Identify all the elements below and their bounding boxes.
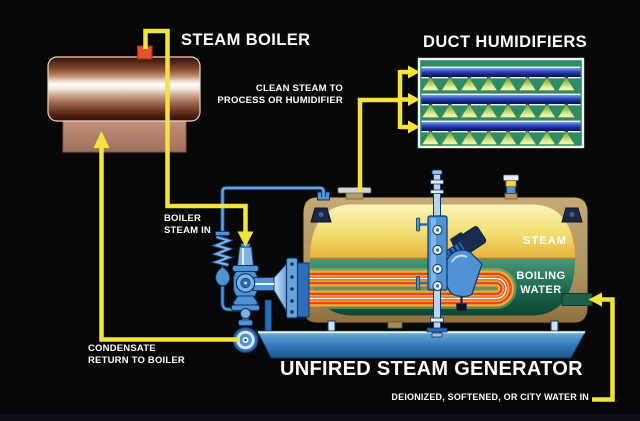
level-gauge-assembly	[416, 169, 487, 338]
steam-trap	[232, 326, 259, 354]
boiling-line1: BOILING	[516, 270, 566, 282]
clean-steam-line2: PROCESS OR HUMIDIFIER	[217, 94, 343, 106]
safety-valve	[503, 174, 519, 200]
boiler-shell	[47, 56, 201, 122]
arrow-duct-2	[408, 93, 420, 106]
process-piping	[99, 28, 615, 402]
clean-steam-line1: CLEAN STEAM TO	[255, 83, 343, 94]
condensate-line2: RETURN TO BOILER	[88, 354, 185, 366]
boiler-steam-line	[143, 28, 248, 233]
tank-top-fittings	[337, 174, 519, 200]
arrow-duct-1	[408, 65, 420, 79]
duct-humidifiers-label: DUCT HUMIDIFIERS	[423, 33, 588, 51]
boiler-steam-in-line2: STEAM IN	[164, 224, 211, 236]
skid-base	[256, 299, 587, 359]
lifting-lug-right	[561, 207, 583, 223]
tank-drain-stub	[387, 321, 403, 329]
drain-valve	[426, 327, 448, 333]
skid-platform	[256, 330, 587, 359]
boiler-steam-in-line1: BOILER	[164, 213, 202, 224]
lifting-lug-left	[310, 207, 332, 223]
main-title: UNFIRED STEAM GENERATOR	[280, 358, 583, 380]
tank-steam-label: STEAM	[523, 235, 567, 247]
valve-body	[231, 243, 275, 326]
pilot-spring	[209, 231, 240, 312]
flow-arrowheads	[93, 65, 602, 307]
drain-pipe	[264, 299, 272, 332]
tank-support-left	[327, 320, 336, 332]
water-in-line	[592, 297, 615, 402]
steam-boiler-label: STEAM BOILER	[181, 31, 311, 49]
water-in-label: DEIONIZED, SOFTENED, OR CITY WATER IN	[391, 392, 589, 402]
heating-coil	[296, 270, 514, 307]
arrow-water-in	[588, 292, 602, 307]
steam-boiler-illustration	[47, 45, 201, 153]
steam-outlet-flange	[337, 187, 372, 194]
coil-channel-head	[273, 257, 310, 319]
tank-support-right	[550, 320, 559, 332]
boiling-line2: WATER	[520, 283, 562, 296]
duct-humidifiers-panel	[417, 57, 585, 149]
condensate-line	[99, 147, 240, 342]
photo-edge-artifact	[0, 414, 640, 421]
gauge-ports	[432, 224, 443, 292]
arrow-duct-3	[408, 120, 420, 134]
condensate-line1: CONDENSATE	[88, 343, 156, 354]
pump-unit	[444, 226, 487, 298]
clean-steam-line	[357, 97, 400, 192]
arrow-condensate	[93, 131, 110, 148]
arrow-into-valve	[237, 231, 254, 247]
pressure-reducing-valve-assembly	[209, 185, 330, 354]
gauge-valve-handles	[416, 217, 428, 290]
